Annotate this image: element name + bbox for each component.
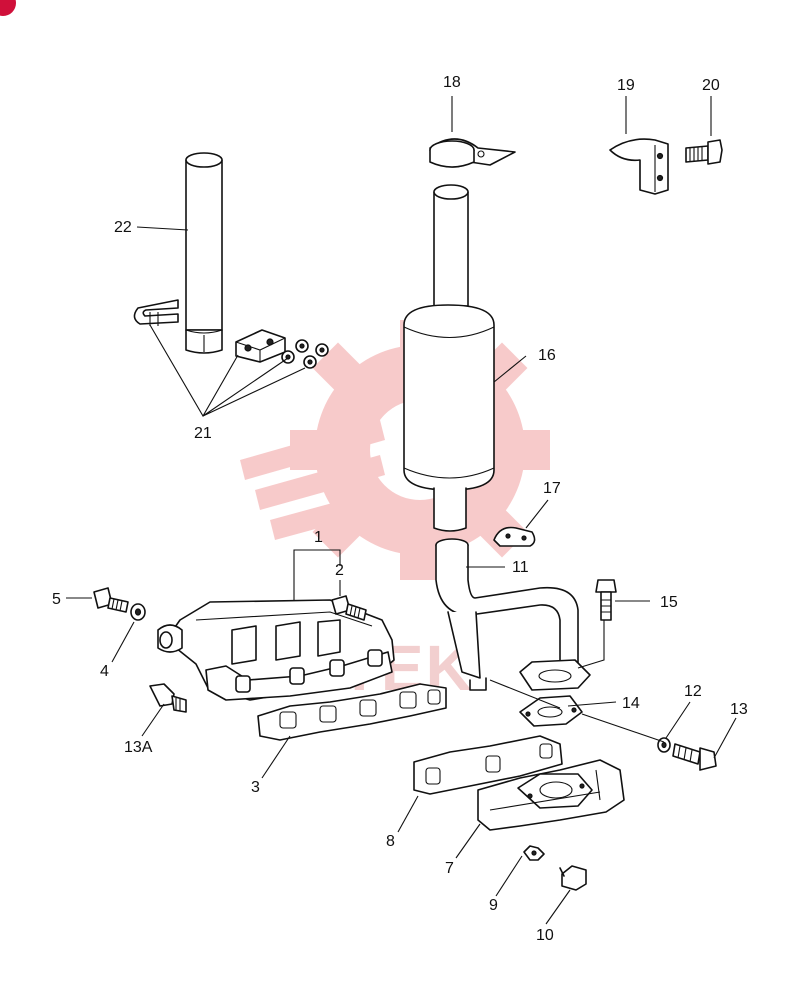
manifold-stud-bolt (331, 595, 367, 621)
callout-5: 5 (52, 591, 61, 608)
muffler-clamp (493, 526, 536, 547)
manifold-bolt (672, 743, 717, 771)
callout-20: 20 (702, 77, 720, 94)
callout-12: 12 (684, 683, 702, 700)
intake-washer (130, 603, 146, 621)
exhaust-manifold (477, 759, 625, 831)
muffler (403, 184, 495, 532)
callout-19: 19 (617, 77, 635, 94)
intake-gasket (257, 683, 447, 741)
callout-3: 3 (251, 779, 260, 796)
callout-9: 9 (489, 897, 498, 914)
callout-17: 17 (543, 480, 561, 497)
callout-11: 11 (512, 559, 529, 576)
intake-manifold (157, 599, 395, 701)
exhaust-gasket (413, 735, 563, 795)
callout-8: 8 (386, 833, 395, 850)
callout-14: 14 (622, 695, 640, 712)
callout-1: 1 (314, 529, 323, 546)
callout-21: 21 (194, 425, 212, 442)
callout-13: 13 (730, 701, 748, 718)
elbow-gasket (519, 695, 583, 727)
callout-18: 18 (443, 74, 461, 91)
muffler-bracket (609, 138, 669, 195)
tail-pipe (185, 152, 223, 354)
exhaust-elbow-pipe (435, 538, 591, 691)
leader-lines (66, 96, 737, 925)
clamp-nut (281, 339, 329, 369)
callout-7: 7 (445, 860, 454, 877)
stud-bolt (595, 579, 617, 621)
callout-4: 4 (100, 663, 109, 680)
exhaust-bolt (559, 865, 587, 891)
callout-22: 22 (114, 219, 132, 236)
rain-cap (429, 138, 516, 168)
intake-bolt (93, 587, 129, 613)
callout-2: 2 (335, 562, 344, 579)
clamp-kit (133, 299, 329, 369)
manifold-sensor (149, 683, 187, 713)
callout-10: 10 (536, 927, 554, 944)
callout-13a: 13A (124, 739, 153, 756)
callout-16: 16 (538, 347, 556, 364)
watermark-wing-stripes (240, 420, 385, 540)
corner-badge (0, 0, 16, 16)
callout-15: 15 (660, 594, 678, 611)
bracket-bolt (685, 139, 723, 165)
callout-labels: 18 19 20 22 21 16 17 11 15 1 2 5 4 13A 3… (52, 74, 748, 944)
lock-washer (523, 845, 545, 861)
